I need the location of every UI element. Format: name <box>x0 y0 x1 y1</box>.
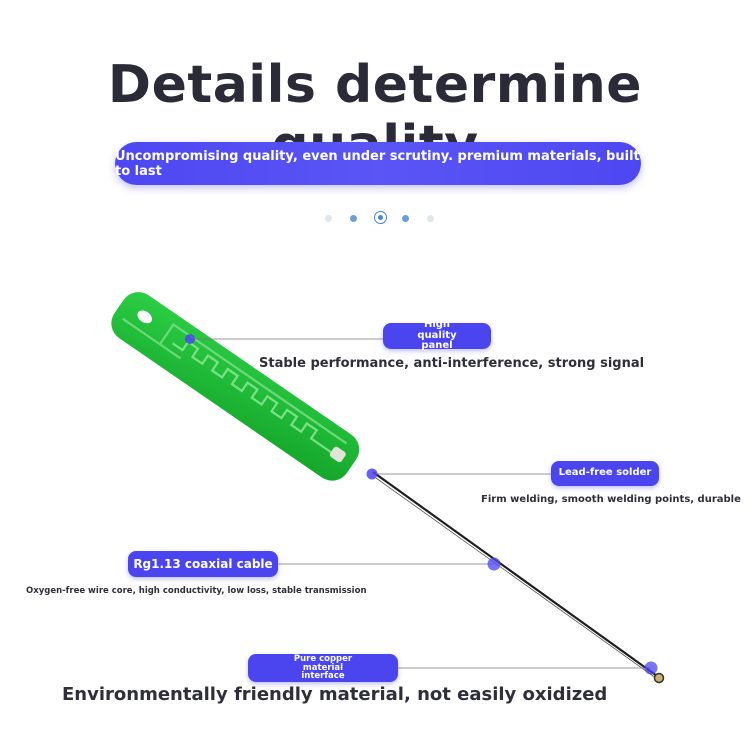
label-text: Rg1.13 coaxial cable <box>133 556 273 571</box>
desc-cable: Oxygen-free wire core, high conductivity… <box>26 586 367 596</box>
solder-pad <box>329 446 346 463</box>
carousel-dot-active[interactable] <box>374 211 387 224</box>
coaxial-cable <box>372 471 658 677</box>
pcb-antenna-board <box>111 292 360 481</box>
label-text: Lead-free solder <box>558 467 652 479</box>
label-text: Pure copper material interface <box>293 653 353 682</box>
marker-solder <box>366 468 378 480</box>
desc-connector: Environmentally friendly material, not e… <box>62 684 608 705</box>
subtitle-banner: Uncompromising quality, even under scrut… <box>115 142 641 185</box>
label-coaxial-cable: Rg1.13 coaxial cable <box>128 551 278 577</box>
carousel-dot[interactable] <box>325 215 332 222</box>
ufl-connector <box>653 672 665 684</box>
carousel-dot[interactable] <box>402 215 409 222</box>
carousel-indicator[interactable] <box>0 211 750 227</box>
cable-core <box>375 477 661 682</box>
carousel-dot[interactable] <box>350 215 357 222</box>
label-text: High quality panel <box>417 319 457 352</box>
subtitle-text: Uncompromising quality, even under scrut… <box>115 148 640 179</box>
meander-trace <box>172 340 337 457</box>
label-lead-free-solder: Lead-free solder <box>551 461 659 486</box>
carousel-dot[interactable] <box>427 215 434 222</box>
label-high-quality-panel: High quality panel <box>383 319 491 352</box>
label-copper-interface: Pure copper material interface <box>248 654 398 682</box>
marker-panel <box>185 334 195 344</box>
mounting-hole <box>137 310 152 324</box>
pcb-trace <box>122 317 348 445</box>
marker-cable <box>487 557 501 571</box>
marker-connector <box>644 661 658 675</box>
desc-panel: Stable performance, anti-interference, s… <box>259 356 645 371</box>
desc-solder: Firm welding, smooth welding points, dur… <box>481 494 741 505</box>
